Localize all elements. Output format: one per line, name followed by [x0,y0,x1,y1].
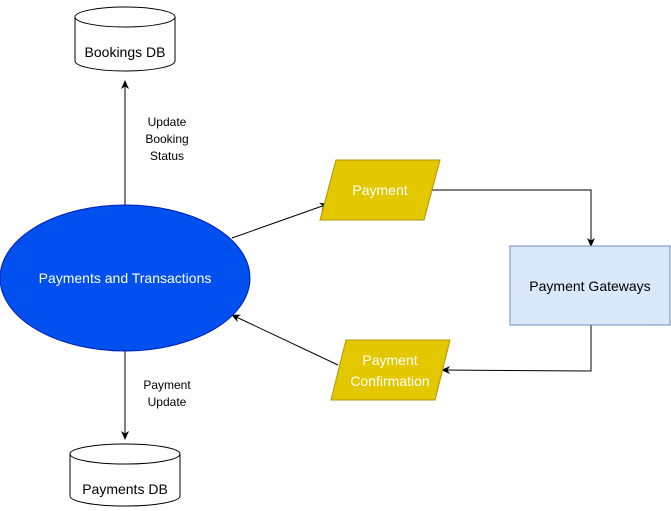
edge-process-to-payment [231,202,329,239]
bookings-db-label: Bookings DB [85,44,166,60]
payment-gateways-label: Payment Gateways [529,278,650,294]
bookings-db-cylinder[interactable]: Bookings DB [74,6,176,72]
payment-confirmation-label-line2: Confirmation [350,373,429,389]
payment-confirmation-label-line1: Payment [362,352,417,368]
edge-confirmation-to-process [231,314,339,366]
edge-label-line: Update [148,115,187,129]
edge-label-line: Payment [143,378,191,392]
payments-transactions-process[interactable]: Payments and Transactions [0,204,251,352]
payment-confirmation-node[interactable]: Payment Confirmation [330,339,451,401]
edge-label-line: Status [150,149,184,163]
payments-transactions-label: Payments and Transactions [39,270,212,286]
payment-label: Payment [352,182,407,198]
edge-label-line: Booking [145,132,188,146]
edge-label-line: Update [148,395,187,409]
update-booking-status-edge-label: Update Booking Status [145,115,188,163]
payment-update-edge-label: Payment Update [143,378,191,409]
edge-gateways-to-confirmation [441,325,592,375]
payments-db-cylinder[interactable]: Payments DB [69,443,181,507]
payments-db-label: Payments DB [82,481,168,497]
payment-data-node[interactable]: Payment [319,159,441,221]
payment-gateways-node[interactable]: Payment Gateways [509,245,671,326]
edge-payment-to-gateways [428,189,595,247]
